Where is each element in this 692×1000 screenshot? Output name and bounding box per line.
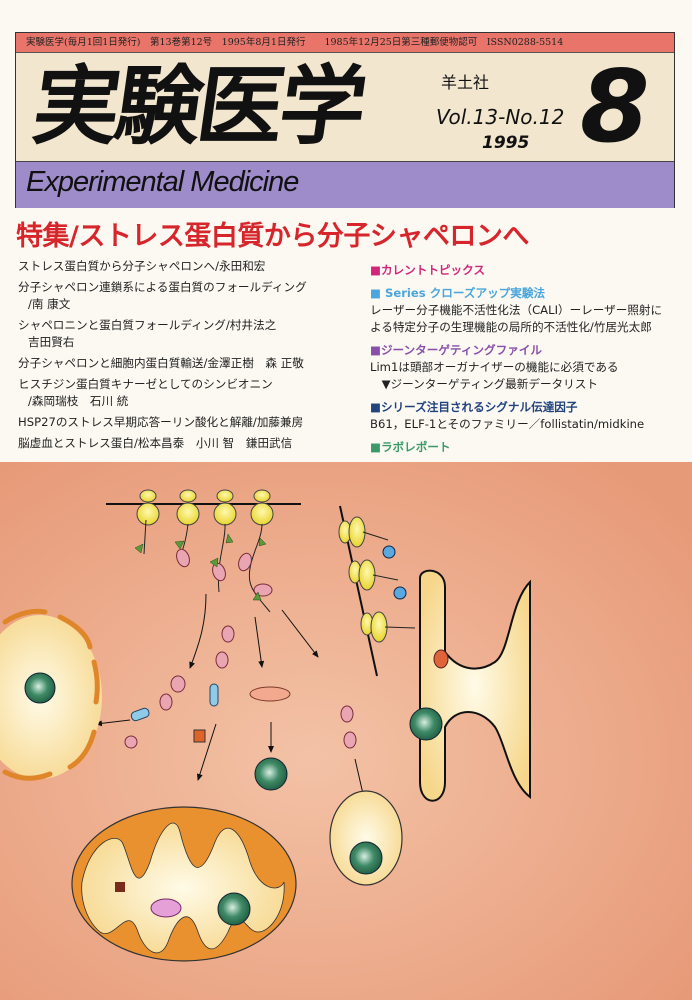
toc-title: ストレス蛋白質から分子シャペロンへ/永田和宏 [18, 259, 266, 273]
toc-authors: /森岡瑞枝 石川 統 [28, 394, 129, 408]
toc-item: 脳虚血とストレス蛋白/松本昌泰 小川 智 鎌田武信 [18, 435, 358, 452]
section-heading-gene-targeting: ■ジーンターゲティングファイル [370, 343, 542, 357]
feature-toc: ストレス蛋白質から分子シャペロンへ/永田和宏 分子シャペロン連鎖系による蛋白質の… [18, 258, 358, 456]
masthead: 実験医学(毎月1回1日発行) 第13巻第12号 1995年8月1日発行 1985… [15, 32, 675, 208]
nuclear-envelope-segments [2, 608, 100, 781]
issue-year: 1995 [482, 133, 530, 153]
title-box: 実験医学 羊土社 Vol.13-No.12 1995 8 [16, 53, 674, 161]
magazine-title-ja: 実験医学 [26, 57, 370, 157]
toc-authors: 吉田賢右 [28, 335, 75, 349]
section-line: レーザー分子機能不活性化法（CALI）ーレーザー照射に [370, 303, 663, 317]
issue-month: 8 [580, 48, 650, 165]
toc-title: 分子シャペロンと細胞内蛋白質輸送/金澤正樹 森 正敬 [18, 356, 304, 370]
section-heading-current-topics: ■カレントトピックス [370, 263, 485, 277]
regular-sections: ■カレントトピックス ■ Series クローズアップ実験法 レーザー分子機能不… [370, 258, 690, 456]
section-heading-signal-factors: ■シリーズ注目されるシグナル伝達因子 [370, 400, 578, 414]
publication-info-strip: 実験医学(毎月1回1日発行) 第13巻第12号 1995年8月1日発行 1985… [16, 33, 674, 53]
hsp70-blue [209, 683, 219, 707]
section-line: よる特定分子の生理機能の局所的不活性化/竹居光太郎 [370, 320, 652, 334]
toc-item: 分子シャペロンと細胞内蛋白質輸送/金澤正樹 森 正敬 [18, 355, 358, 372]
section-heading-series-closeup: ■ Series クローズアップ実験法 [370, 286, 546, 300]
nucleus-green-ball [24, 672, 56, 704]
feature-title: 特集/ストレス蛋白質から分子シャペロンへ [16, 221, 529, 252]
toc-item: 分子シャペロン連鎖系による蛋白質のフォールディング/南 康文 [18, 279, 358, 313]
mito-green-ball [217, 892, 251, 926]
blue-ligand [382, 545, 396, 559]
membrane-pairs [338, 516, 388, 643]
volume-issue: Vol.13-No.12 [436, 105, 565, 129]
section-line: B61，ELF-1とそのファミリー／follistatin/midkine [370, 417, 645, 431]
nascent-chains [143, 519, 271, 613]
toc-item: シャペロニンと蛋白質フォールディング/村井法之吉田賢右 [18, 317, 358, 351]
chaperonin [150, 898, 182, 918]
magazine-title-en: Experimental Medicine [26, 166, 299, 198]
er-vesicle [329, 790, 403, 886]
folded-green-ball [254, 757, 288, 791]
publisher-name: 羊土社 [441, 73, 490, 92]
import-receptor [130, 707, 150, 722]
toc-title: 分子シャペロン連鎖系による蛋白質のフォールディング [18, 280, 307, 294]
signal-sequence-triangles [134, 533, 267, 601]
section-heading-lab-report: ■ラボレポート [370, 440, 451, 454]
matrix-atp-square [115, 882, 125, 892]
anchor-lines [362, 531, 416, 629]
folded-protein [249, 686, 291, 702]
blue-ligand [393, 586, 407, 600]
vesicle-green-ball [349, 841, 383, 875]
atp-square [193, 729, 206, 743]
english-title-band: Experimental Medicine [16, 161, 674, 208]
toc-title: 脳虚血とストレス蛋白/松本昌泰 小川 智 鎌田武信 [18, 436, 293, 450]
cover-illustration [0, 462, 692, 1000]
toc-item: ヒスチジン蛋白質キナーゼとしてのシンビオニン/森岡瑞枝 石川 統 [18, 376, 358, 410]
red-chaperone [433, 649, 449, 669]
toc-item: HSP27のストレス早期応答ーリン酸化と解離/加藤兼房 [18, 414, 358, 431]
cell-green-ball [409, 707, 443, 741]
toc-item: ストレス蛋白質から分子シャペロンへ/永田和宏 [18, 258, 358, 275]
toc-title: HSP27のストレス早期応答ーリン酸化と解離/加藤兼房 [18, 415, 304, 429]
toc-authors: /南 康文 [28, 297, 71, 311]
section-line: ▼ジーンターゲティング最新データリスト [370, 377, 598, 391]
toc-title: ヒスチジン蛋白質キナーゼとしてのシンビオニン [18, 377, 273, 391]
membrane-receptors [136, 489, 274, 526]
section-line: Lim1は頭部オーガナイザーの機能に必須である [370, 360, 619, 374]
toc-title: シャペロニンと蛋白質フォールディング/村井法之 [18, 318, 277, 332]
